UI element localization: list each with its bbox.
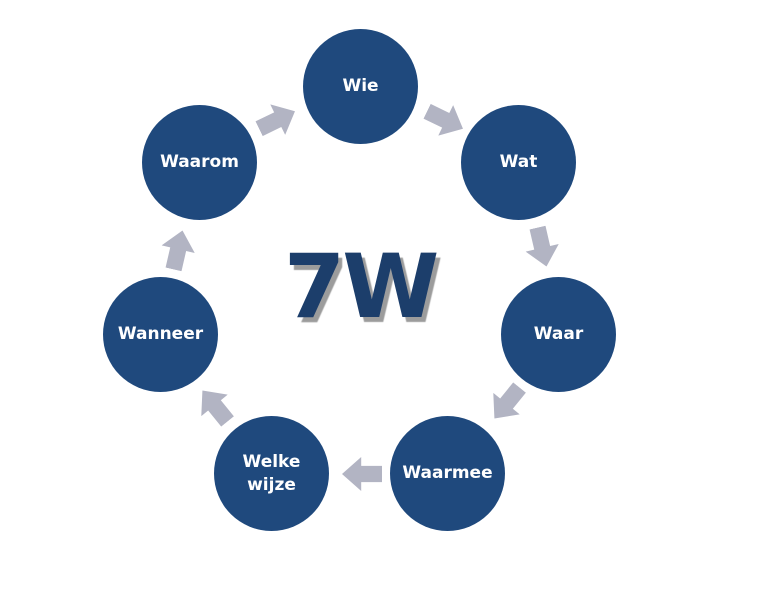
diagram-title: 7W [284,235,439,338]
step-label-waar: Waar [533,324,584,345]
step-circle-waarmee: Waarmee [390,416,505,531]
step-label-wanneer: Wanneer [117,324,204,345]
step-label-waarom: Waarom [160,152,239,173]
step-label-waarmee: Waarmee [402,463,493,484]
step-circle-wat: Wat [461,105,576,220]
step-circle-waar: Waar [501,277,616,392]
step-circle-welke-wijze: Welke wijze [214,416,329,531]
arrow-waar-to-waarmee-icon [481,377,533,429]
step-circle-waarom: Waarom [142,105,257,220]
step-label-wie: Wie [342,76,379,97]
arrow-wie-to-wat-icon [420,96,471,144]
step-label-welke-wijze: Welke wijze [242,451,301,495]
arrow-welke-wijze-to-wanneer-icon [189,380,241,432]
step-label-wat: Wat [499,152,538,173]
step-circle-wie: Wie [303,29,418,144]
step-circle-wanneer: Wanneer [103,277,218,392]
arrow-wanneer-to-waarom-icon [157,227,199,274]
arrow-waarom-to-wie-icon [252,96,303,144]
arrow-waarmee-to-welke-wijze-icon [342,457,382,491]
arrow-wat-to-waar-icon [521,224,563,271]
